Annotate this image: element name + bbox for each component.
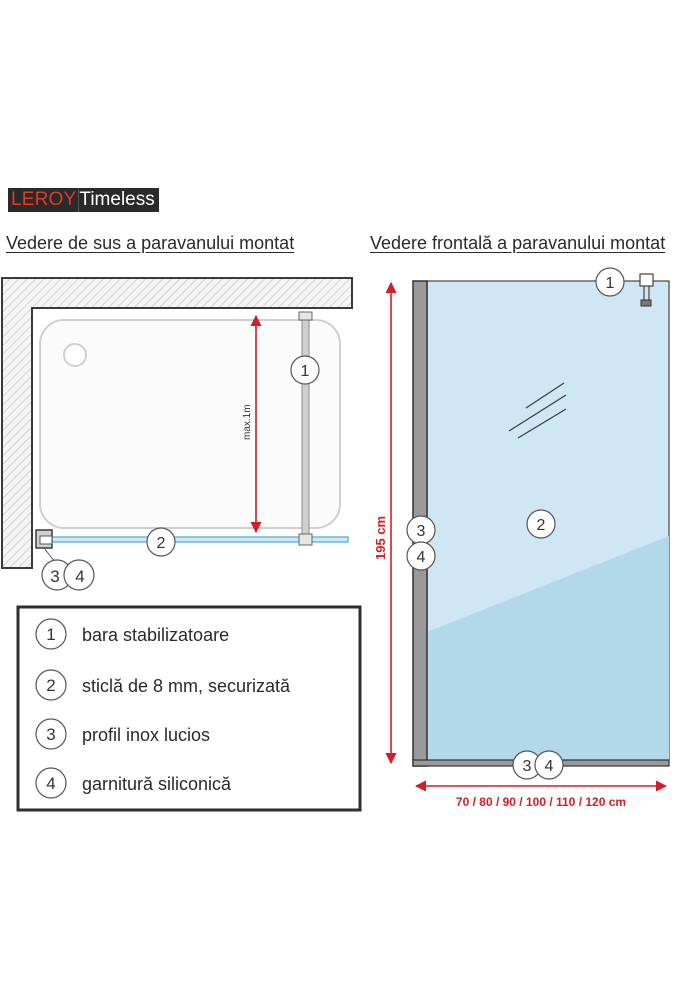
marker-3-front-bottom: 3 <box>512 750 542 780</box>
top-view-heading: Vedere de sus a paravanului montat <box>6 233 295 253</box>
svg-text:3: 3 <box>46 725 55 744</box>
front-view: 195 cm 70 / 80 / 90 / 100 / 110 / 120 cm… <box>373 267 670 809</box>
legend-label-2: sticlă de 8 mm, securizată <box>82 676 291 696</box>
marker-2-front: 2 <box>526 509 556 539</box>
svg-text:4: 4 <box>46 774 55 793</box>
legend-item-4: 4 garnitură siliconică <box>35 767 232 799</box>
svg-text:2: 2 <box>46 676 55 695</box>
legend-box: 1 bara stabilizatoare 2 sticlă de 8 mm, … <box>16 605 362 812</box>
legend-label-4: garnitură siliconică <box>82 774 232 794</box>
glass-glare <box>508 394 567 432</box>
legend-item-1: 1 bara stabilizatoare <box>35 618 229 650</box>
legend-item-2: 2 sticlă de 8 mm, securizată <box>35 669 291 701</box>
wall <box>1 277 353 569</box>
svg-text:1: 1 <box>301 363 310 380</box>
glass-glare <box>517 408 567 439</box>
top-view: max.1m 1 2 3 4 <box>1 277 353 591</box>
stabilizer-bar <box>301 312 310 542</box>
marker-4-top: 4 <box>63 559 95 591</box>
marker-1-top: 1 <box>290 355 320 385</box>
stabilizer-connector <box>639 273 654 307</box>
svg-text:2: 2 <box>157 535 166 552</box>
front-view-heading: Vedere frontală a paravanului montat <box>370 233 666 253</box>
legend-item-3: 3 profil inox lucios <box>35 718 210 750</box>
height-dimension-label: 195 cm <box>373 516 388 560</box>
svg-text:4: 4 <box>75 567 84 586</box>
brand-name-part2: Timeless <box>78 188 159 212</box>
svg-text:3: 3 <box>523 758 532 775</box>
wall-profile-inner <box>39 535 53 545</box>
svg-text:2: 2 <box>537 517 546 534</box>
svg-text:3: 3 <box>50 567 59 586</box>
drain-icon <box>63 343 87 367</box>
svg-text:1: 1 <box>46 625 55 644</box>
stabilizer-bar-end <box>298 311 313 321</box>
glass-glare <box>525 382 565 409</box>
svg-text:4: 4 <box>417 549 426 566</box>
brand-logo: LEROY Timeless <box>8 188 170 212</box>
bar-glass-clamp <box>298 533 313 546</box>
svg-text:3: 3 <box>417 523 426 540</box>
bathtub-outline <box>39 319 341 529</box>
width-dimension-label: 70 / 80 / 90 / 100 / 110 / 120 cm <box>456 795 626 809</box>
marker-2-top: 2 <box>146 527 176 557</box>
marker-3-front-side: 3 <box>406 515 436 545</box>
brand-name-part1: LEROY <box>8 188 79 212</box>
legend-label-3: profil inox lucios <box>82 725 210 745</box>
marker-4-front-side: 4 <box>406 541 436 571</box>
marker-4-front-bottom: 4 <box>534 750 564 780</box>
max-dimension-label: max.1m <box>242 404 253 440</box>
svg-text:4: 4 <box>545 758 554 775</box>
legend-label-1: bara stabilizatoare <box>82 625 229 645</box>
marker-1-front: 1 <box>595 267 625 297</box>
svg-text:1: 1 <box>606 275 615 292</box>
glass-shading <box>427 536 669 760</box>
